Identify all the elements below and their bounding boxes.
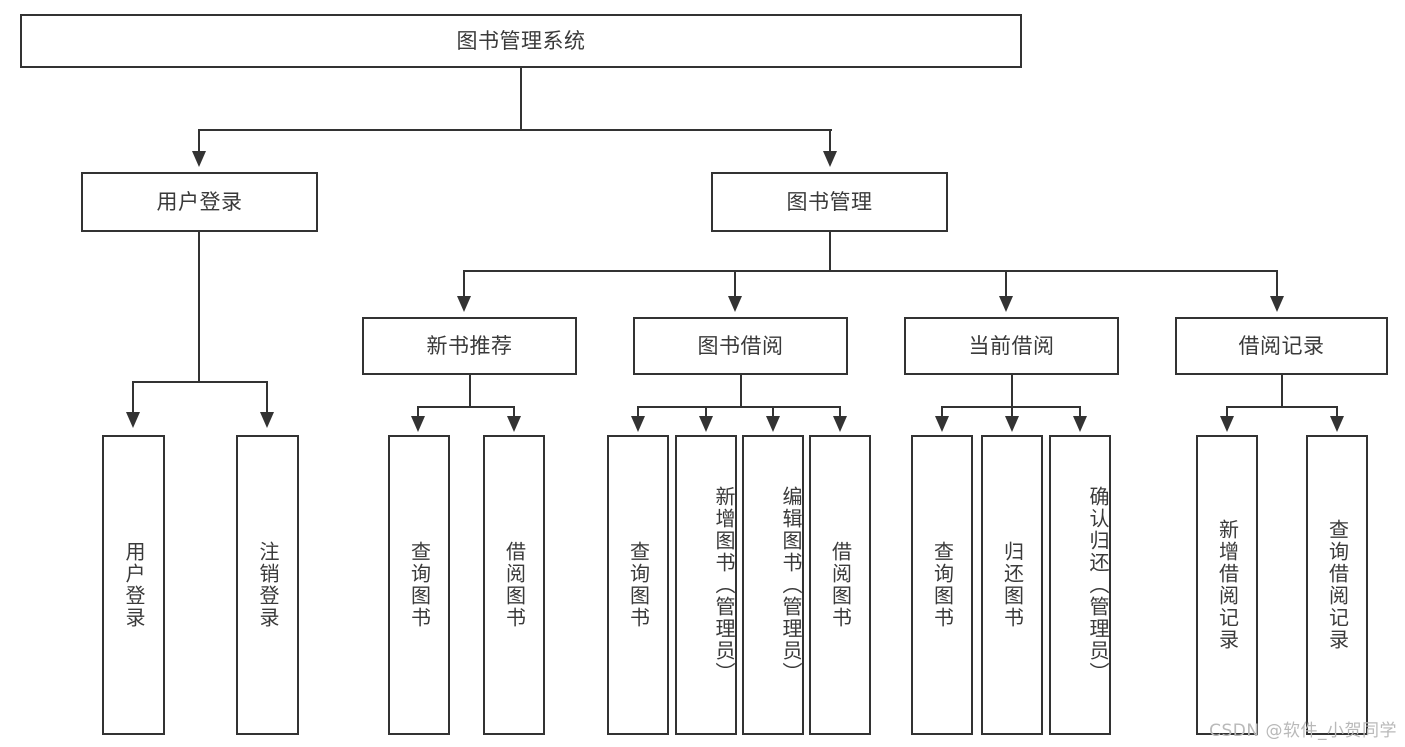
edge-cb-to-leaf-2 <box>1011 406 1013 418</box>
edge-br-to-leaf-1 <box>1226 406 1228 418</box>
edge-book-management-trunk <box>829 232 831 272</box>
arrowhead-leaf-return-book <box>1005 416 1019 432</box>
node-book-management[interactable]: 图书管理 <box>711 172 948 232</box>
edge-user-login-to-leaf-1 <box>132 381 134 414</box>
node-new-book-recommend[interactable]: 新书推荐 <box>362 317 577 375</box>
leaf-node-borrow-book-2-label: 借阅图书 <box>828 541 853 629</box>
leaf-node-add-record-label: 新增借阅记录 <box>1215 519 1240 651</box>
edge-borrow-record-trunk <box>1281 375 1283 408</box>
arrowhead-leaf-query-book-1 <box>411 416 425 432</box>
leaf-node-query-record-label: 查询借阅记录 <box>1325 519 1350 651</box>
leaf-node-user-login[interactable]: 用户登录 <box>102 435 165 735</box>
edge-root-trunk <box>520 68 522 131</box>
node-new-book-recommend-label: 新书推荐 <box>426 333 513 358</box>
edge-root-bus <box>198 129 832 131</box>
arrowhead-leaf-logout-login <box>260 412 274 428</box>
node-book-borrow[interactable]: 图书借阅 <box>633 317 848 375</box>
edge-current-borrow-trunk <box>1011 375 1013 408</box>
node-root[interactable]: 图书管理系统 <box>20 14 1022 68</box>
leaf-node-confirm-return-label: 确认归还（管理员） <box>1086 486 1110 684</box>
leaf-node-add-record[interactable]: 新增借阅记录 <box>1196 435 1258 735</box>
edge-new-book-to-leaf-1 <box>417 406 419 418</box>
edge-cb-to-leaf-1 <box>941 406 943 418</box>
node-borrow-record-label: 借阅记录 <box>1238 333 1325 358</box>
node-current-borrow[interactable]: 当前借阅 <box>904 317 1119 375</box>
leaf-node-logout-login[interactable]: 注销登录 <box>236 435 299 735</box>
edge-root-to-book-management <box>829 129 831 153</box>
edge-borrow-record-bus <box>1226 406 1338 408</box>
edge-root-to-user-login <box>198 129 200 153</box>
edge-bm-to-borrow-record <box>1276 270 1278 298</box>
node-user-login[interactable]: 用户登录 <box>81 172 318 232</box>
leaf-node-edit-book[interactable]: 编辑图书（管理员） <box>742 435 804 735</box>
leaf-node-borrow-book-1[interactable]: 借阅图书 <box>483 435 545 735</box>
arrowhead-leaf-query-book-3 <box>935 416 949 432</box>
node-borrow-record[interactable]: 借阅记录 <box>1175 317 1388 375</box>
node-root-label: 图书管理系统 <box>456 28 586 53</box>
edge-new-book-to-leaf-2 <box>513 406 515 418</box>
leaf-node-return-book[interactable]: 归还图书 <box>981 435 1043 735</box>
edge-book-borrow-trunk <box>740 375 742 408</box>
edge-cb-to-leaf-3 <box>1079 406 1081 418</box>
leaf-node-borrow-book-1-label: 借阅图书 <box>502 541 527 629</box>
leaf-node-confirm-return[interactable]: 确认归还（管理员） <box>1049 435 1111 735</box>
leaf-node-query-book-1-label: 查询图书 <box>407 541 432 629</box>
leaf-node-query-book-2[interactable]: 查询图书 <box>607 435 669 735</box>
leaf-node-return-book-label: 归还图书 <box>1000 541 1025 629</box>
edge-user-login-to-leaf-2 <box>266 381 268 414</box>
edge-user-login-bus <box>132 381 267 383</box>
leaf-node-logout-login-label: 注销登录 <box>256 541 280 629</box>
edge-bb-to-leaf-4 <box>839 406 841 418</box>
leaf-node-query-book-3[interactable]: 查询图书 <box>911 435 973 735</box>
edge-book-borrow-bus <box>637 406 841 408</box>
leaf-node-borrow-book-2[interactable]: 借阅图书 <box>809 435 871 735</box>
leaf-node-query-book-2-label: 查询图书 <box>626 541 651 629</box>
leaf-node-user-login-label: 用户登录 <box>122 541 146 629</box>
edge-br-to-leaf-2 <box>1336 406 1338 418</box>
arrowhead-leaf-edit-book <box>766 416 780 432</box>
edge-book-management-bus <box>463 270 1277 272</box>
edge-bb-to-leaf-2 <box>705 406 707 418</box>
arrowhead-borrow-record <box>1270 296 1284 312</box>
arrowhead-book-management <box>823 151 837 167</box>
leaf-node-edit-book-label: 编辑图书（管理员） <box>779 486 803 684</box>
arrowhead-user-login <box>192 151 206 167</box>
leaf-node-add-book-label: 新增图书（管理员） <box>712 486 736 684</box>
edge-bm-to-new-book <box>463 270 465 298</box>
arrowhead-leaf-confirm-return <box>1073 416 1087 432</box>
node-current-borrow-label: 当前借阅 <box>968 333 1055 358</box>
arrowhead-leaf-query-book-2 <box>631 416 645 432</box>
edge-new-book-bus <box>417 406 515 408</box>
arrowhead-leaf-query-record <box>1330 416 1344 432</box>
leaf-node-add-book[interactable]: 新增图书（管理员） <box>675 435 737 735</box>
arrowhead-current-borrow <box>999 296 1013 312</box>
leaf-node-query-record[interactable]: 查询借阅记录 <box>1306 435 1368 735</box>
arrowhead-new-book-recommend <box>457 296 471 312</box>
edge-bb-to-leaf-3 <box>772 406 774 418</box>
arrowhead-leaf-add-book <box>699 416 713 432</box>
arrowhead-leaf-user-login <box>126 412 140 428</box>
arrowhead-leaf-borrow-book-2 <box>833 416 847 432</box>
edge-bm-to-book-borrow <box>734 270 736 298</box>
arrowhead-leaf-borrow-book-1 <box>507 416 521 432</box>
edge-new-book-trunk <box>469 375 471 408</box>
leaf-node-query-book-3-label: 查询图书 <box>930 541 955 629</box>
edge-user-login-trunk <box>198 232 200 383</box>
node-user-login-label: 用户登录 <box>156 189 243 214</box>
edge-bm-to-current-borrow <box>1005 270 1007 298</box>
arrowhead-leaf-add-record <box>1220 416 1234 432</box>
edge-bb-to-leaf-1 <box>637 406 639 418</box>
arrowhead-book-borrow <box>728 296 742 312</box>
node-book-borrow-label: 图书借阅 <box>697 333 784 358</box>
node-book-management-label: 图书管理 <box>786 189 873 214</box>
leaf-node-query-book-1[interactable]: 查询图书 <box>388 435 450 735</box>
